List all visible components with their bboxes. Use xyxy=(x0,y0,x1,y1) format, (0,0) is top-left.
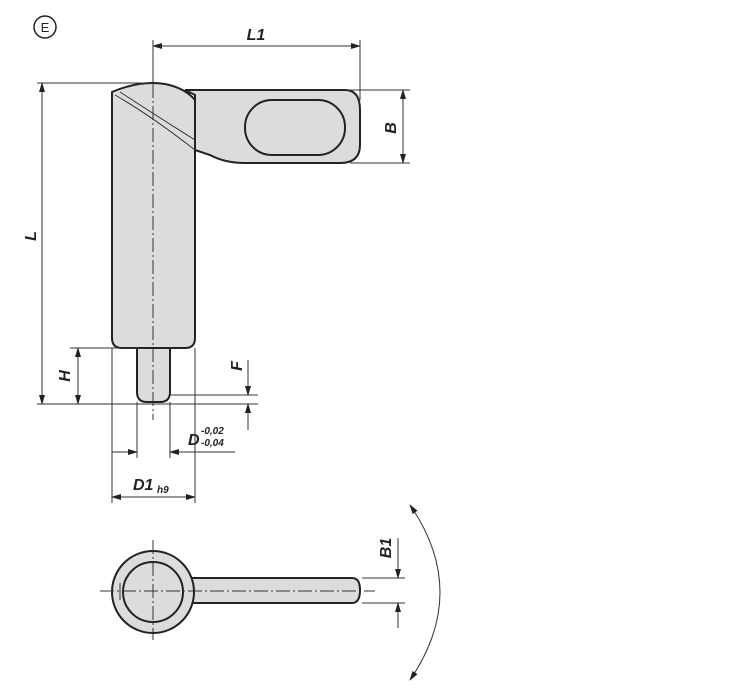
label-D1: D1 xyxy=(133,477,154,494)
dimension-F: F xyxy=(170,360,258,430)
label-D1-tol: h9 xyxy=(157,485,169,496)
dimension-H: H xyxy=(57,347,137,405)
rotation-arrow-icon xyxy=(409,504,441,681)
dimension-L1: L1 xyxy=(152,27,361,100)
label-F: F xyxy=(229,360,246,371)
view-marker: E xyxy=(33,15,57,39)
label-B1: B1 xyxy=(378,538,395,559)
dimension-D1: D1 h9 xyxy=(111,348,196,503)
lever-slot xyxy=(244,99,346,156)
dimension-B: B xyxy=(350,89,410,164)
label-D-tol-lower: -0,04 xyxy=(201,438,224,449)
label-B: B xyxy=(383,122,400,134)
dimension-B1: B1 xyxy=(362,538,405,628)
label-L: L xyxy=(23,231,40,241)
label-L1: L1 xyxy=(247,27,266,44)
label-D-tol-upper: -0,02 xyxy=(201,426,224,437)
view-marker-label: E xyxy=(41,20,50,35)
indexing-plunger-top-view xyxy=(100,540,375,640)
indexing-plunger-side-view xyxy=(111,40,361,420)
label-D: D xyxy=(188,432,200,449)
label-H: H xyxy=(57,370,74,382)
dimension-L: L xyxy=(23,82,258,405)
dimension-D: D -0,02 -0,04 xyxy=(112,402,235,458)
